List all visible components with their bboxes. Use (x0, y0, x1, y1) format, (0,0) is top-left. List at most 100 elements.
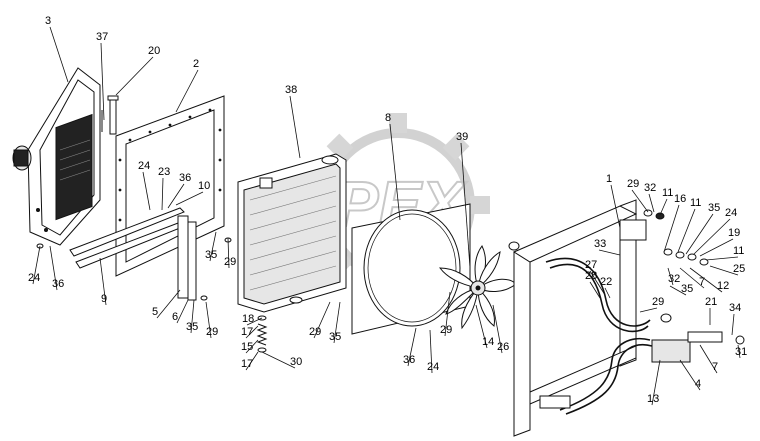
callout-number: 25 (733, 263, 745, 275)
leader-line (175, 69, 199, 113)
callout-c36b: 36 (403, 327, 417, 367)
callout-c24c: 24 (427, 329, 439, 374)
callout-number: 29 (206, 326, 218, 338)
leader-line (731, 313, 735, 336)
callout-c32b: 32 (667, 267, 680, 286)
callout-number: 17 (241, 358, 253, 370)
leader-line (333, 301, 341, 344)
callout-c35c: 35 (329, 301, 341, 344)
callout-number: 31 (735, 346, 747, 358)
leader-line (460, 142, 471, 269)
callout-c13: 13 (647, 359, 661, 406)
leader-line (475, 304, 488, 349)
leader-line (246, 317, 263, 326)
callout-c6: 6 (172, 299, 189, 324)
leader-line (429, 329, 433, 374)
callout-c35e: 35 (205, 231, 217, 262)
leader-line (610, 184, 621, 229)
leader-line (49, 26, 69, 83)
callout-c29f: 29 (224, 237, 236, 269)
callout-number: 32 (644, 182, 656, 194)
callout-number: 26 (497, 341, 509, 353)
callout-c29a: 29 (627, 178, 649, 213)
callout-c21: 21 (705, 296, 717, 325)
callout-number: 29 (440, 324, 452, 336)
callout-number: 24 (725, 207, 737, 219)
leader-line (689, 267, 723, 293)
callout-number: 29 (309, 326, 321, 338)
callout-c7b: 7 (699, 344, 718, 374)
callout-c33: 33 (594, 238, 621, 256)
leader-line (49, 245, 58, 291)
callout-c7a: 7 (679, 267, 705, 289)
leader-line (699, 238, 734, 257)
leader-line (161, 177, 164, 211)
leader-line (261, 351, 296, 369)
callout-c35d: 35 (186, 299, 198, 334)
part-15-spring-stack (256, 315, 268, 353)
leader-line (705, 256, 739, 261)
callout-c29c: 29 (440, 291, 452, 337)
callout-c22: 22 (600, 276, 612, 299)
callout-c16: 16 (663, 193, 686, 253)
callout-number: 6 (172, 311, 178, 323)
leader-line (444, 291, 451, 337)
leader-line (651, 359, 661, 406)
callout-number: 11 (690, 197, 701, 209)
callout-c11a: 11 (659, 187, 673, 216)
callout-c24b: 24 (693, 207, 737, 255)
callout-c34: 34 (729, 302, 741, 336)
callout-c9: 9 (99, 257, 107, 306)
leader-line (115, 56, 154, 96)
leader-line (176, 299, 189, 324)
part-38-radiator (237, 153, 347, 313)
callout-number: 36 (403, 354, 415, 366)
callout-number: 15 (241, 341, 253, 353)
leader-line (99, 257, 107, 306)
leader-line (589, 281, 601, 299)
callout-c36c: 36 (49, 245, 64, 291)
callout-number: 39 (456, 131, 468, 143)
callout-number: 24 (427, 361, 439, 373)
callout-c24a: 24 (138, 160, 151, 211)
callout-c35b: 35 (669, 283, 693, 296)
leader-line (209, 231, 217, 262)
leader-line (289, 95, 301, 159)
callout-number: 29 (652, 296, 664, 308)
callout-number: 23 (158, 166, 170, 178)
callout-c30: 30 (261, 351, 302, 369)
callout-number: 9 (101, 293, 107, 305)
callout-number: 36 (52, 278, 64, 290)
leader-line (679, 359, 701, 391)
callout-number: 7 (712, 361, 718, 373)
callout-c39: 39 (456, 131, 471, 269)
callout-number: 4 (695, 378, 701, 390)
leader-line (663, 204, 680, 253)
leader-line (589, 270, 606, 296)
callout-c5: 5 (152, 289, 181, 319)
callout-c23: 23 (158, 166, 170, 211)
callout-c1: 1 (606, 173, 621, 229)
leader-line (245, 339, 259, 354)
leader-line (190, 299, 195, 334)
callout-number: 24 (28, 272, 40, 284)
callout-c10: 10 (175, 180, 210, 206)
callout-c19: 19 (699, 227, 740, 257)
callout-c29b: 29 (639, 296, 664, 313)
callout-c37: 37 (96, 31, 108, 121)
leader-line (167, 183, 185, 209)
part-3-shroud-assembly (12, 67, 101, 246)
leader-line (407, 327, 417, 367)
leader-line (699, 344, 718, 374)
callout-number: 16 (674, 193, 686, 205)
callout-number: 38 (285, 84, 297, 96)
callout-c29d: 29 (309, 301, 331, 339)
leader-line (685, 213, 714, 255)
callout-number: 21 (705, 296, 717, 308)
callout-number: 20 (148, 45, 160, 57)
callout-number: 27 (585, 259, 597, 271)
callout-number: 34 (729, 302, 741, 314)
callout-c11b: 11 (677, 197, 701, 253)
callout-c24d: 24 (28, 245, 41, 285)
